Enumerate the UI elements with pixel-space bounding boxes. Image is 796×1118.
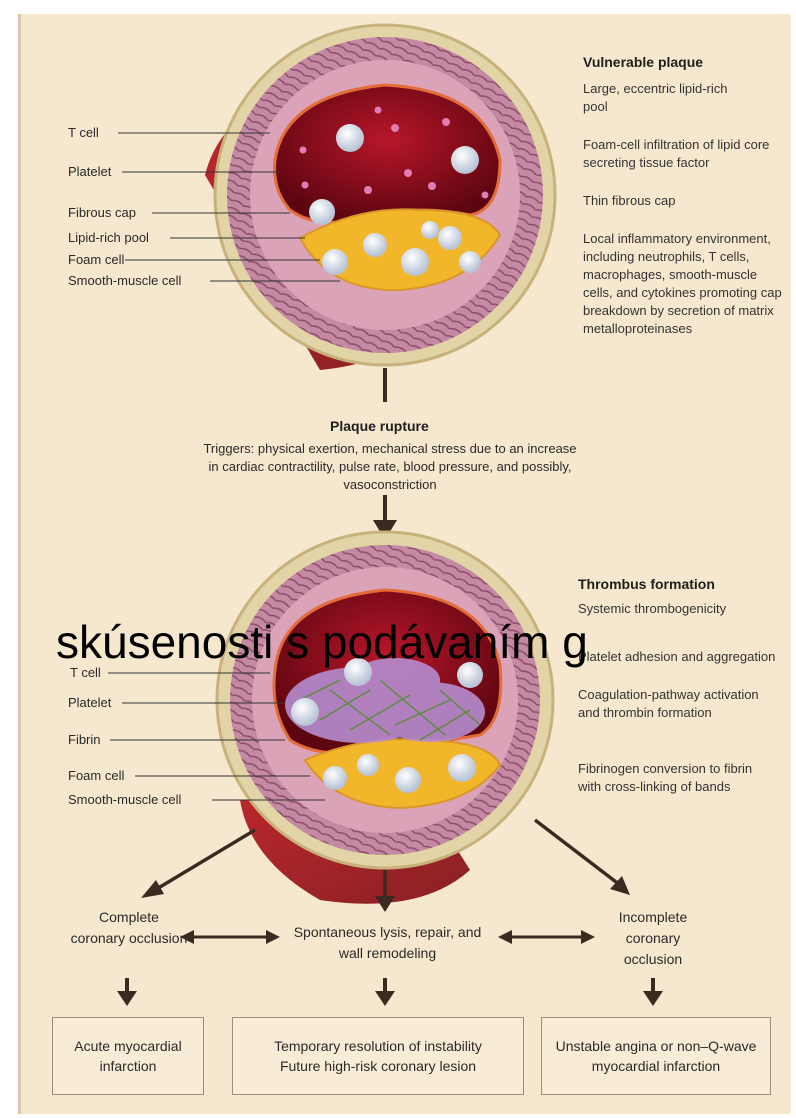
outcome-complete-occlusion: Complete coronary occlusion [70,907,188,949]
label-fibrous-cap: Fibrous cap [68,205,136,221]
thrombus-item: Fibrinogen conversion to fibrin with cro… [578,760,778,796]
result-arrows [117,978,663,1006]
thrombus-formation-title: Thrombus formation [578,576,715,592]
result-acute-mi: Acute myocardial infarction [52,1017,204,1095]
plaque-rupture-triggers: Triggers: physical exertion, mechanical … [200,440,580,494]
upper-artery [205,25,555,370]
result-temporary-resolution-line1: Temporary resolution of instability [274,1036,482,1056]
label-fibrin: Fibrin [68,732,101,748]
label-t-cell: T cell [68,125,99,141]
label-smooth-muscle-cell-lower: Smooth-muscle cell [68,792,181,808]
result-temporary-resolution: Temporary resolution of instability Futu… [232,1017,524,1095]
outcome-spontaneous-lysis: Spontaneous lysis, repair, and wall remo… [280,922,495,964]
plaque-rupture-title: Plaque rupture [330,418,429,434]
label-foam-cell: Foam cell [68,252,124,268]
lower-artery [217,532,553,904]
label-platelet-lower: Platelet [68,695,111,711]
vulnerable-item: Local inflammatory environment, includin… [583,230,788,338]
label-smooth-muscle-cell: Smooth-muscle cell [68,273,181,289]
label-platelet: Platelet [68,164,111,180]
result-unstable-angina-text: Unstable angina or non–Q-wave myocardial… [548,1036,764,1076]
overlay-caption: skúsenosti s podávaním g [56,612,796,672]
thrombus-item: Coagulation-pathway activation and throm… [578,686,778,722]
result-unstable-angina: Unstable angina or non–Q-wave myocardial… [541,1017,771,1095]
outcome-incomplete-occlusion: Incomplete coronary occlusion [598,907,708,970]
vulnerable-item: Thin fibrous cap [583,192,783,210]
label-lipid-rich-pool: Lipid-rich pool [68,230,149,246]
vulnerable-item: Foam-cell infiltration of lipid core sec… [583,136,788,172]
vulnerable-item: Large, eccentric lipid-rich pool [583,80,753,116]
label-foam-cell-lower: Foam cell [68,768,124,784]
vulnerable-plaque-title: Vulnerable plaque [583,54,703,70]
result-temporary-resolution-line2: Future high-risk coronary lesion [280,1056,476,1076]
result-acute-mi-text: Acute myocardial infarction [59,1036,197,1076]
